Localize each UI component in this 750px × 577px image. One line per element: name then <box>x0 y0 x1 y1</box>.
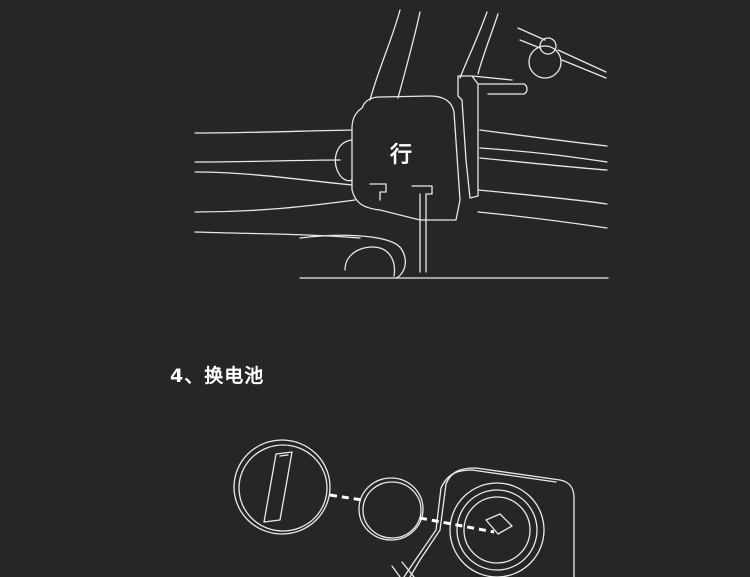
coin-battery-icon <box>358 477 424 541</box>
step-heading: 4、换电池 <box>170 365 265 387</box>
guide-dashes <box>329 493 495 534</box>
device-housing-icon <box>391 467 575 577</box>
device-face-label: 行 <box>389 142 412 168</box>
battery-cover-icon <box>233 439 331 535</box>
